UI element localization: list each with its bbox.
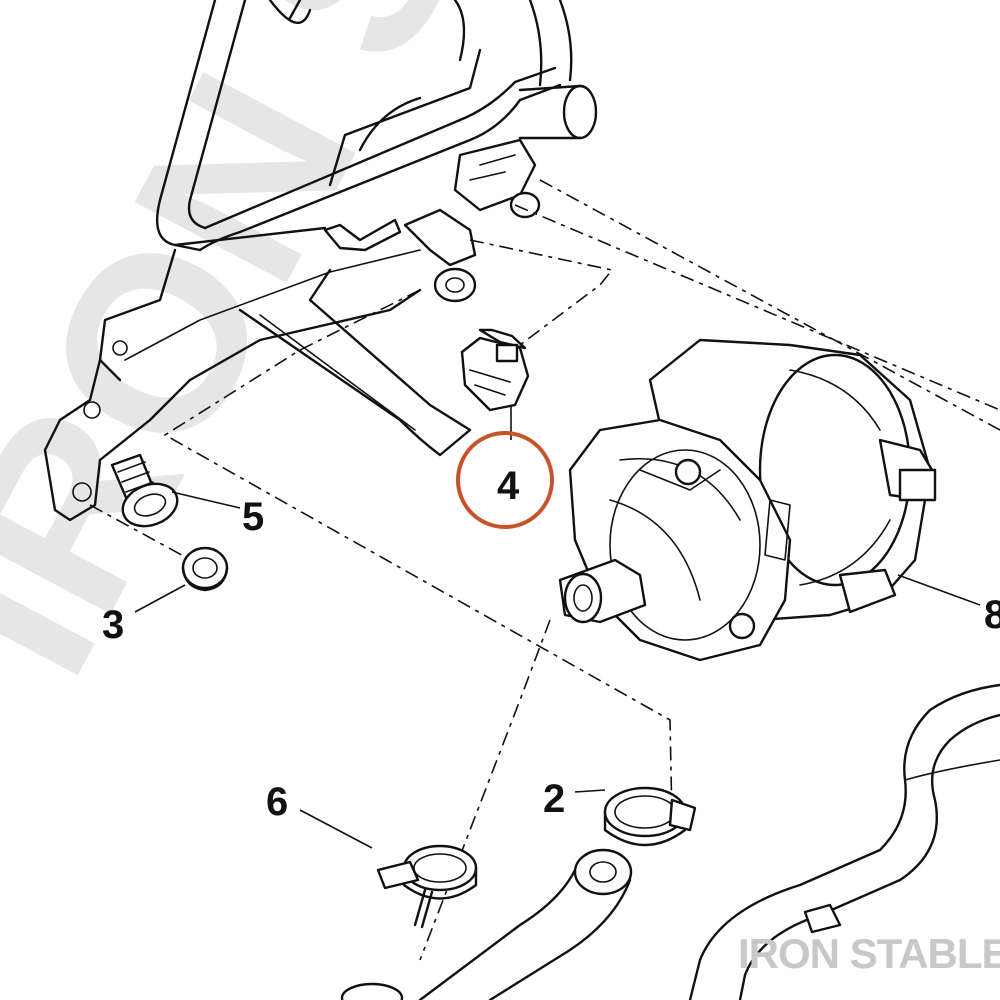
part-clip [460, 328, 530, 412]
frame-bracket [43, 0, 598, 522]
callout-3: 3 [102, 603, 124, 647]
part-bolt [110, 453, 179, 528]
callout-8: 8 [984, 593, 1000, 637]
part-clamp-2 [603, 786, 697, 847]
callout-2: 2 [543, 777, 565, 821]
part-hose [340, 848, 633, 1000]
callout-4: 4 [497, 464, 520, 508]
callout-6: 6 [266, 780, 288, 824]
part-clamp-6 [376, 844, 478, 929]
callout-4-highlight-ring [456, 431, 554, 529]
callout-5: 5 [242, 495, 264, 539]
alignment-lines [89, 179, 1000, 961]
part-pump [558, 338, 937, 662]
part-grommet [181, 546, 229, 592]
corner-watermark: IRON STABLE [738, 930, 1000, 977]
body-panel [688, 683, 1000, 1000]
